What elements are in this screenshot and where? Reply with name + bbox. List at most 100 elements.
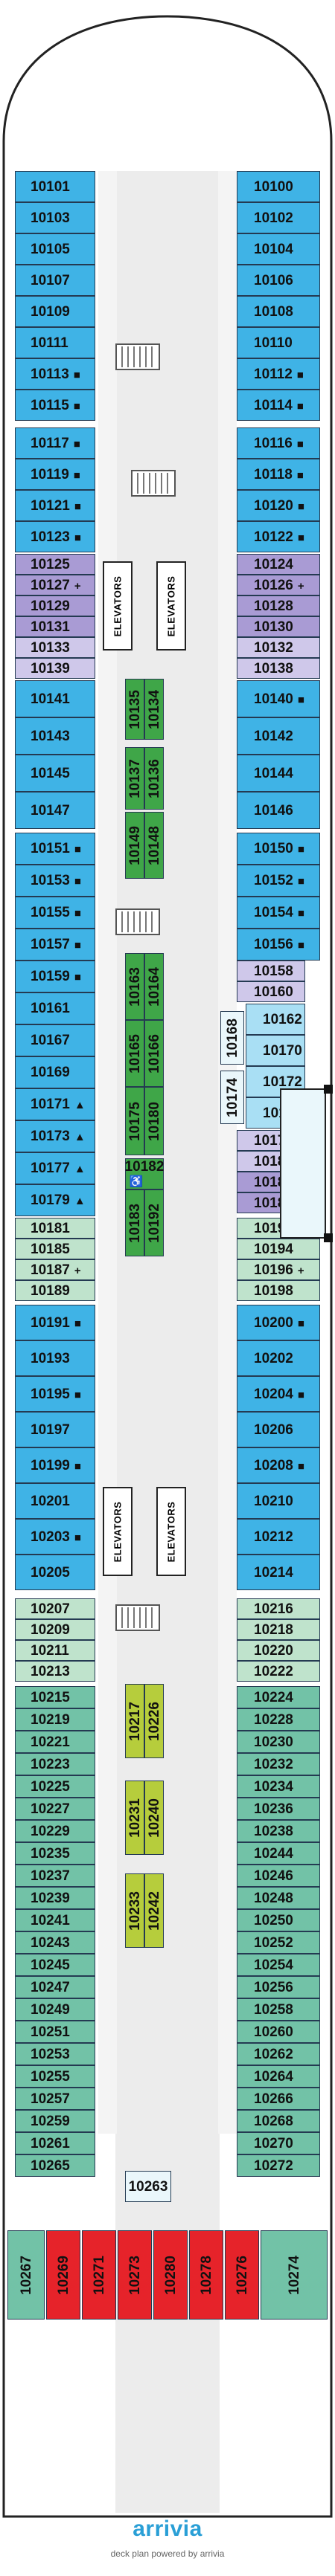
cabin-10167[interactable]: 10167 bbox=[15, 1024, 95, 1056]
cabin-10280[interactable]: 10280 bbox=[153, 2230, 188, 2320]
cabin-10266[interactable]: 10266 bbox=[237, 2088, 320, 2110]
cabin-10262[interactable]: 10262 bbox=[237, 2043, 320, 2065]
cabin-10205[interactable]: 10205 bbox=[15, 1555, 95, 1590]
cabin-10111[interactable]: 10111 bbox=[15, 327, 95, 358]
cabin-10137[interactable]: 10137 bbox=[125, 747, 144, 810]
cabin-10100[interactable]: 10100 bbox=[237, 171, 320, 202]
cabin-10191[interactable]: 10191■ bbox=[15, 1305, 95, 1340]
cabin-10255[interactable]: 10255 bbox=[15, 2065, 95, 2088]
cabin-10253[interactable]: 10253 bbox=[15, 2043, 95, 2065]
cabin-10113[interactable]: 10113■ bbox=[15, 358, 95, 390]
cabin-10257[interactable]: 10257 bbox=[15, 2088, 95, 2110]
cabin-10123[interactable]: 10123■ bbox=[15, 521, 95, 552]
cabin-10240[interactable]: 10240 bbox=[144, 1781, 164, 1855]
cabin-10132[interactable]: 10132 bbox=[237, 637, 320, 658]
cabin-10221[interactable]: 10221 bbox=[15, 1731, 95, 1753]
cabin-10232[interactable]: 10232 bbox=[237, 1753, 320, 1775]
cabin-10228[interactable]: 10228 bbox=[237, 1708, 320, 1731]
cabin-10185[interactable]: 10185 bbox=[15, 1239, 95, 1259]
cabin-10187[interactable]: 10187+ bbox=[15, 1259, 95, 1280]
cabin-10239[interactable]: 10239 bbox=[15, 1887, 95, 1909]
cabin-10193[interactable]: 10193 bbox=[15, 1340, 95, 1376]
cabin-10110[interactable]: 10110 bbox=[237, 327, 320, 358]
cabin-10249[interactable]: 10249 bbox=[15, 1998, 95, 2021]
cabin-10237[interactable]: 10237 bbox=[15, 1865, 95, 1887]
cabin-10196[interactable]: 10196+ bbox=[237, 1259, 320, 1280]
cabin-10222[interactable]: 10222 bbox=[237, 1661, 320, 1682]
cabin-10124[interactable]: 10124 bbox=[237, 554, 320, 575]
cabin-10226[interactable]: 10226 bbox=[144, 1684, 164, 1758]
cabin-10151[interactable]: 10151■ bbox=[15, 833, 95, 865]
cabin-10261[interactable]: 10261 bbox=[15, 2132, 95, 2154]
cabin-10248[interactable]: 10248 bbox=[237, 1887, 320, 1909]
cabin-10194[interactable]: 10194 bbox=[237, 1239, 320, 1259]
cabin-10174[interactable]: 10174 bbox=[220, 1071, 244, 1124]
cabin-10160[interactable]: 10160 bbox=[237, 981, 305, 1002]
cabin-10236[interactable]: 10236 bbox=[237, 1798, 320, 1820]
cabin-10195[interactable]: 10195■ bbox=[15, 1376, 95, 1412]
cabin-10267[interactable]: 10267 bbox=[7, 2230, 45, 2320]
cabin-10270[interactable]: 10270 bbox=[237, 2132, 320, 2154]
cabin-10265[interactable]: 10265 bbox=[15, 2154, 95, 2177]
cabin-10251[interactable]: 10251 bbox=[15, 2021, 95, 2043]
cabin-10153[interactable]: 10153■ bbox=[15, 865, 95, 897]
cabin-10126[interactable]: 10126+ bbox=[237, 575, 320, 595]
cabin-10278[interactable]: 10278 bbox=[189, 2230, 223, 2320]
cabin-10201[interactable]: 10201 bbox=[15, 1483, 95, 1519]
cabin-10271[interactable]: 10271 bbox=[82, 2230, 116, 2320]
cabin-10149[interactable]: 10149 bbox=[125, 812, 144, 879]
cabin-10217[interactable]: 10217 bbox=[125, 1684, 144, 1758]
cabin-10147[interactable]: 10147 bbox=[15, 792, 95, 829]
cabin-10256[interactable]: 10256 bbox=[237, 1976, 320, 1998]
cabin-10244[interactable]: 10244 bbox=[237, 1842, 320, 1865]
cabin-10119[interactable]: 10119■ bbox=[15, 459, 95, 490]
cabin-10152[interactable]: 10152■ bbox=[237, 865, 320, 897]
cabin-10250[interactable]: 10250 bbox=[237, 1909, 320, 1931]
cabin-10229[interactable]: 10229 bbox=[15, 1820, 95, 1842]
cabin-10131[interactable]: 10131 bbox=[15, 616, 95, 637]
cabin-10109[interactable]: 10109 bbox=[15, 296, 95, 327]
cabin-10274[interactable]: 10274 bbox=[261, 2230, 328, 2320]
cabin-10154[interactable]: 10154■ bbox=[237, 897, 320, 929]
cabin-10215[interactable]: 10215 bbox=[15, 1686, 95, 1708]
cabin-10141[interactable]: 10141 bbox=[15, 680, 95, 717]
cabin-10129[interactable]: 10129 bbox=[15, 595, 95, 616]
cabin-10114[interactable]: 10114■ bbox=[237, 390, 320, 421]
cabin-10242[interactable]: 10242 bbox=[144, 1873, 164, 1948]
cabin-10145[interactable]: 10145 bbox=[15, 755, 95, 792]
cabin-10212[interactable]: 10212 bbox=[237, 1519, 320, 1555]
cabin-10121[interactable]: 10121■ bbox=[15, 490, 95, 521]
cabin-10241[interactable]: 10241 bbox=[15, 1909, 95, 1931]
cabin-10224[interactable]: 10224 bbox=[237, 1686, 320, 1708]
cabin-10199[interactable]: 10199■ bbox=[15, 1447, 95, 1483]
cabin-10164[interactable]: 10164 bbox=[144, 953, 164, 1020]
cabin-10260[interactable]: 10260 bbox=[237, 2021, 320, 2043]
cabin-10106[interactable]: 10106 bbox=[237, 265, 320, 296]
cabin-10208[interactable]: 10208■ bbox=[237, 1447, 320, 1483]
cabin-10136[interactable]: 10136 bbox=[144, 747, 164, 810]
cabin-10120[interactable]: 10120■ bbox=[237, 490, 320, 521]
cabin-10220[interactable]: 10220 bbox=[237, 1640, 320, 1661]
cabin-10269[interactable]: 10269 bbox=[46, 2230, 80, 2320]
cabin-10238[interactable]: 10238 bbox=[237, 1820, 320, 1842]
cabin-10245[interactable]: 10245 bbox=[15, 1954, 95, 1976]
cabin-10204[interactable]: 10204■ bbox=[237, 1376, 320, 1412]
cabin-10210[interactable]: 10210 bbox=[237, 1483, 320, 1519]
cabin-10200[interactable]: 10200■ bbox=[237, 1305, 320, 1340]
cabin-10223[interactable]: 10223 bbox=[15, 1753, 95, 1775]
cabin-10227[interactable]: 10227 bbox=[15, 1798, 95, 1820]
cabin-10143[interactable]: 10143 bbox=[15, 717, 95, 755]
cabin-10183[interactable]: 10183 bbox=[125, 1189, 144, 1256]
cabin-10258[interactable]: 10258 bbox=[237, 1998, 320, 2021]
cabin-10165[interactable]: 10165 bbox=[125, 1020, 144, 1087]
cabin-10118[interactable]: 10118■ bbox=[237, 459, 320, 490]
cabin-10218[interactable]: 10218 bbox=[237, 1619, 320, 1640]
cabin-10211[interactable]: 10211 bbox=[15, 1640, 95, 1661]
cabin-10273[interactable]: 10273 bbox=[118, 2230, 152, 2320]
cabin-10254[interactable]: 10254 bbox=[237, 1954, 320, 1976]
cabin-10243[interactable]: 10243 bbox=[15, 1931, 95, 1954]
cabin-10128[interactable]: 10128 bbox=[237, 595, 320, 616]
cabin-10171[interactable]: 10171▲ bbox=[15, 1088, 95, 1120]
cabin-10150[interactable]: 10150■ bbox=[237, 833, 320, 865]
cabin-10234[interactable]: 10234 bbox=[237, 1775, 320, 1798]
